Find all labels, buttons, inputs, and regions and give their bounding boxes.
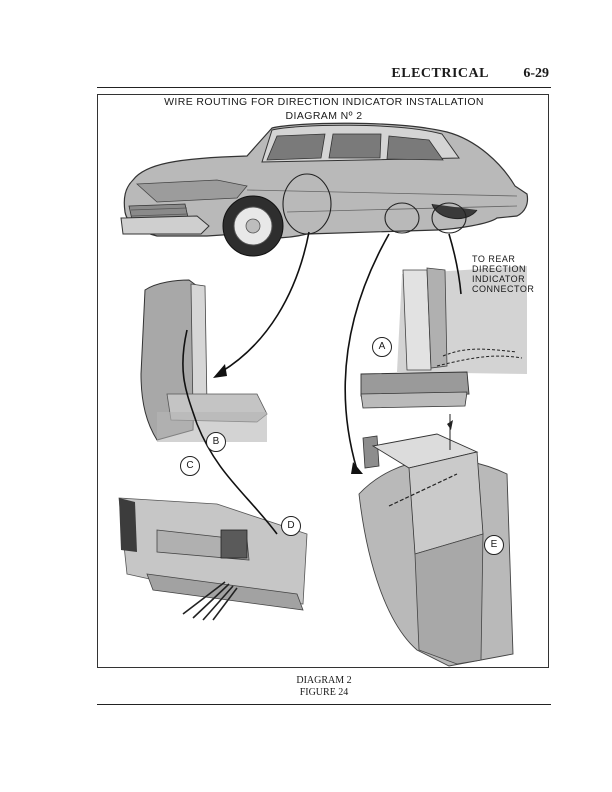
callout-d: D <box>281 516 301 536</box>
header-rule <box>97 87 551 88</box>
connector-label-line: DIRECTION <box>472 264 526 274</box>
figure-frame <box>97 94 549 668</box>
caption-figure: FIGURE 24 <box>299 687 349 698</box>
callout-a: A <box>372 337 392 357</box>
connector-label-line: CONNECTOR <box>472 284 535 294</box>
detail-panel-wheelhouse <box>358 414 514 667</box>
section-title: ELECTRICAL <box>391 66 489 81</box>
detail-panel-rocker <box>360 266 527 409</box>
figure-illustration <box>118 122 529 667</box>
detail-panel-dash <box>118 497 308 621</box>
connector-label: TO REAR DIRECTION INDICATOR CONNECTOR <box>472 254 552 294</box>
connector-label-line: INDICATOR <box>472 274 526 284</box>
callout-c: C <box>180 456 200 476</box>
connector-label-line: TO REAR <box>472 254 516 264</box>
caption-diagram: DIAGRAM 2 <box>296 675 352 686</box>
callout-b: B <box>206 432 226 452</box>
leader-lines <box>182 231 462 535</box>
callout-e: E <box>484 535 504 555</box>
arrow-heads <box>213 364 363 474</box>
detail-panel-hinge <box>140 279 268 442</box>
footer-rule <box>97 704 551 705</box>
car-illustration <box>120 122 529 257</box>
page-header: ELECTRICAL 6-29 <box>97 64 551 86</box>
page-number: 6-29 <box>523 66 549 81</box>
figure-title: WIRE ROUTING FOR DIRECTION INDICATOR INS… <box>164 96 484 108</box>
figure-subtitle: DIAGRAM Nº 2 <box>285 110 363 122</box>
